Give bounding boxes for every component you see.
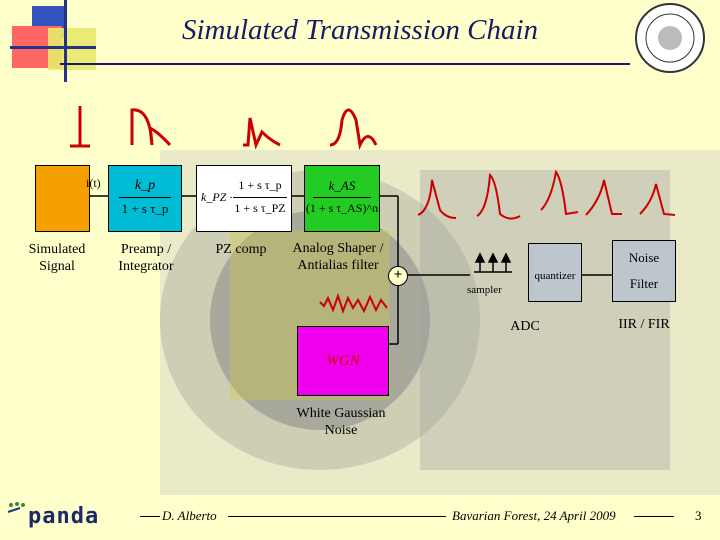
adc-label: ADC [510,319,540,334]
pz-comp-block: k_PZ · 1 + s τ_p 1 + s τ_PZ [196,165,292,232]
pz-gain: k_PZ · [201,190,233,204]
noise-filter-bottom: Filter [629,276,659,291]
wgn-block: WGN [297,326,389,396]
shaper-block: k_AS (1 + s τ_AS)^n [304,165,380,232]
quantizer-label: quantizer [534,270,576,282]
footer-rule-right [634,516,674,517]
footer-rule-left [140,516,160,517]
preamp-block: k_p 1 + s τ_p [108,165,182,232]
page-title: Simulated Transmission Chain [181,14,539,46]
footer-event: Bavarian Forest, 24 April 2009 [452,508,616,523]
pz-comp-label: PZ comp [215,242,267,257]
pz-num: 1 + s τ_p [238,178,282,192]
iir-fir-label: IIR / FIR [618,317,670,332]
shaper-den: (1 + s τ_AS)^n [305,201,379,215]
shaper-num: k_AS [328,178,356,193]
noise-filter-top: Noise [628,250,660,265]
panda-logo-text: panda [28,504,100,529]
footer-author: D. Alberto [162,508,217,523]
simulated-signal-label: Simulated Signal [28,242,86,274]
pz-den: 1 + s τ_PZ [234,201,286,215]
page-number: 3 [695,508,702,523]
shaper-label: Analog Shaper / Antialias filter [292,241,384,273]
quantizer-block: quantizer [528,243,582,302]
noise-filter-block: Noise Filter [612,240,676,302]
fraction-bar [313,197,371,198]
panda-logo-icon [7,502,25,513]
footer-rule-mid [228,516,446,517]
preamp-label: Preamp / Integrator [118,242,174,274]
simulated-signal-block [35,165,90,232]
sum-symbol: + [393,267,403,283]
fraction-bar [233,197,287,198]
white-noise-label: White Gaussian Noise [296,406,386,438]
panda-logo: panda [6,502,132,530]
signal-label: i(t) [86,176,101,190]
sampler-label: sampler [467,284,502,296]
title-underline [60,63,630,65]
preamp-den: 1 + s τ_p [121,201,169,216]
fraction-bar [119,197,171,198]
wgn-label: WGN [326,353,360,369]
sum-node: + [388,266,408,286]
preamp-num: k_p [134,178,156,193]
